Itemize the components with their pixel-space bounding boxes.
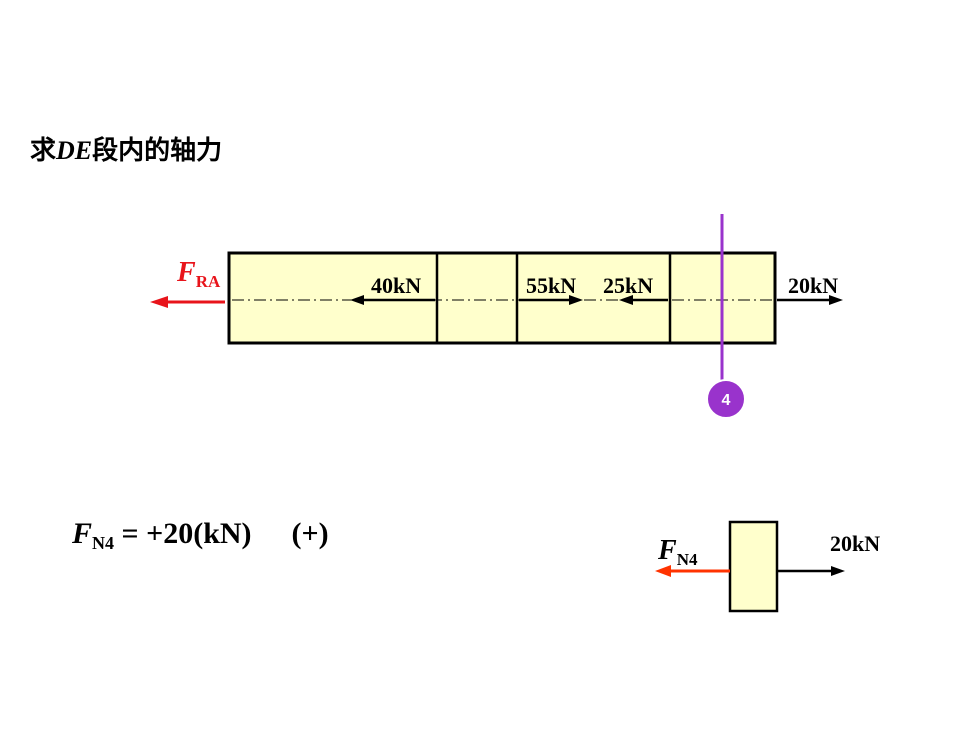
load-55-label: 55kN xyxy=(526,273,576,298)
load-20-label: 20kN xyxy=(788,273,838,298)
title-suffix: 段内的轴力 xyxy=(92,136,223,166)
load-25-arrowhead xyxy=(619,295,633,305)
reaction-label: FRA xyxy=(176,257,221,291)
title-prefix: 求 xyxy=(30,136,57,166)
section-marker xyxy=(706,379,746,419)
equation-rhs: = +20(kN) xyxy=(114,517,252,550)
equation-sign: (+) xyxy=(291,517,329,550)
section-marker-label: 4 xyxy=(722,392,731,409)
page-title: 求DE段内的轴力 xyxy=(30,130,222,167)
load-40-arrowhead xyxy=(350,295,364,305)
load-40-label: 40kN xyxy=(371,273,421,298)
axial-force-equation: FN4 = +20(kN) (+) xyxy=(72,517,329,554)
free-body-load-arrowhead xyxy=(831,566,845,576)
load-20-arrowhead xyxy=(829,295,843,305)
free-body-load-label: 20kN xyxy=(830,531,880,556)
load-25-label: 25kN xyxy=(603,273,653,298)
free-body-block xyxy=(728,520,779,613)
equation-letter: F xyxy=(72,517,93,550)
internal-force-arrowhead xyxy=(655,565,671,577)
load-55-arrowhead xyxy=(569,295,583,305)
bar-body xyxy=(227,251,777,345)
internal-force-label: FN4 xyxy=(657,535,698,569)
title-segment: DE xyxy=(56,136,93,165)
equation-subscript: N4 xyxy=(92,533,115,553)
reaction-arrowhead xyxy=(150,296,168,308)
